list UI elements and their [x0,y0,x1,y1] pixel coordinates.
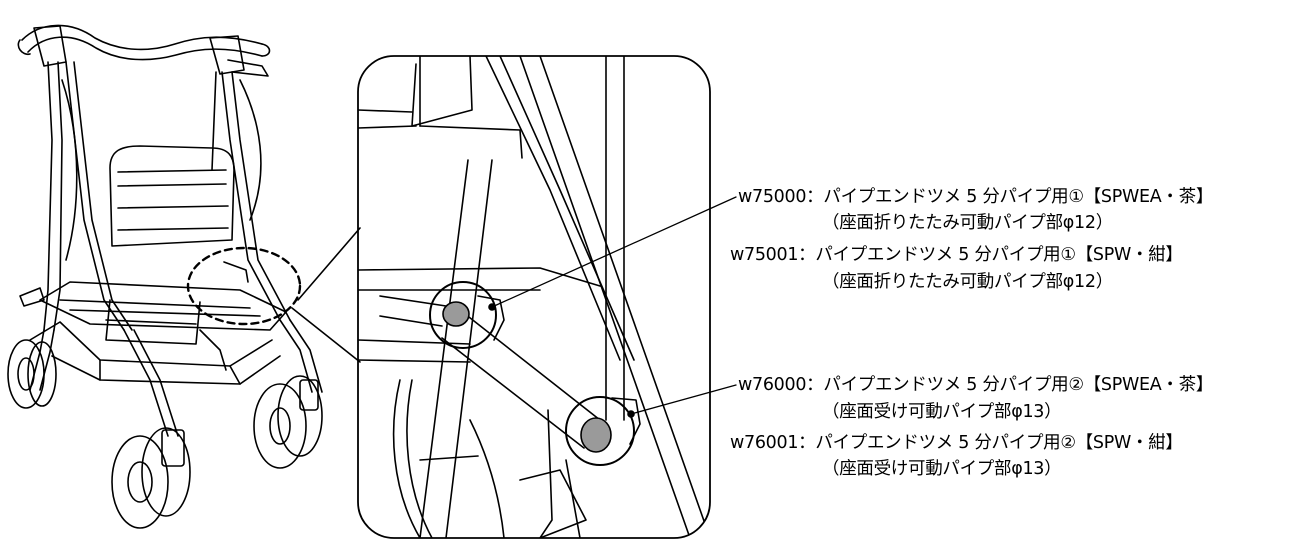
pipe-cap-2 [580,417,612,453]
callout-2-part-a: w76000：パイプエンドツメ 5 分パイプ用②【SPWEA・茶】 [738,375,1214,395]
callout-2-part-b: w76001：パイプエンドツメ 5 分パイプ用②【SPW・紺】 [730,433,1183,453]
callout-2-part-b-note: （座面受け可動パイプ部φ13） [822,459,1062,479]
callout-1-part-b-note: （座面折りたたみ可動パイプ部φ12） [822,272,1113,292]
callout-1-part-a: w75000：パイプエンドツメ 5 分パイプ用①【SPWEA・茶】 [738,187,1214,207]
callout-2-part-a-note: （座面受け可動パイプ部φ13） [822,402,1062,422]
pipe-cap-1 [442,301,470,327]
detail-zoom-panel [357,55,711,539]
callout-1-part-b: w75001：パイプエンドツメ 5 分パイプ用①【SPW・紺】 [730,245,1183,265]
walker-illustration [7,24,361,529]
callout-1-part-a-note: （座面折りたたみ可動パイプ部φ12） [822,213,1113,233]
callout-leaders [491,196,737,415]
